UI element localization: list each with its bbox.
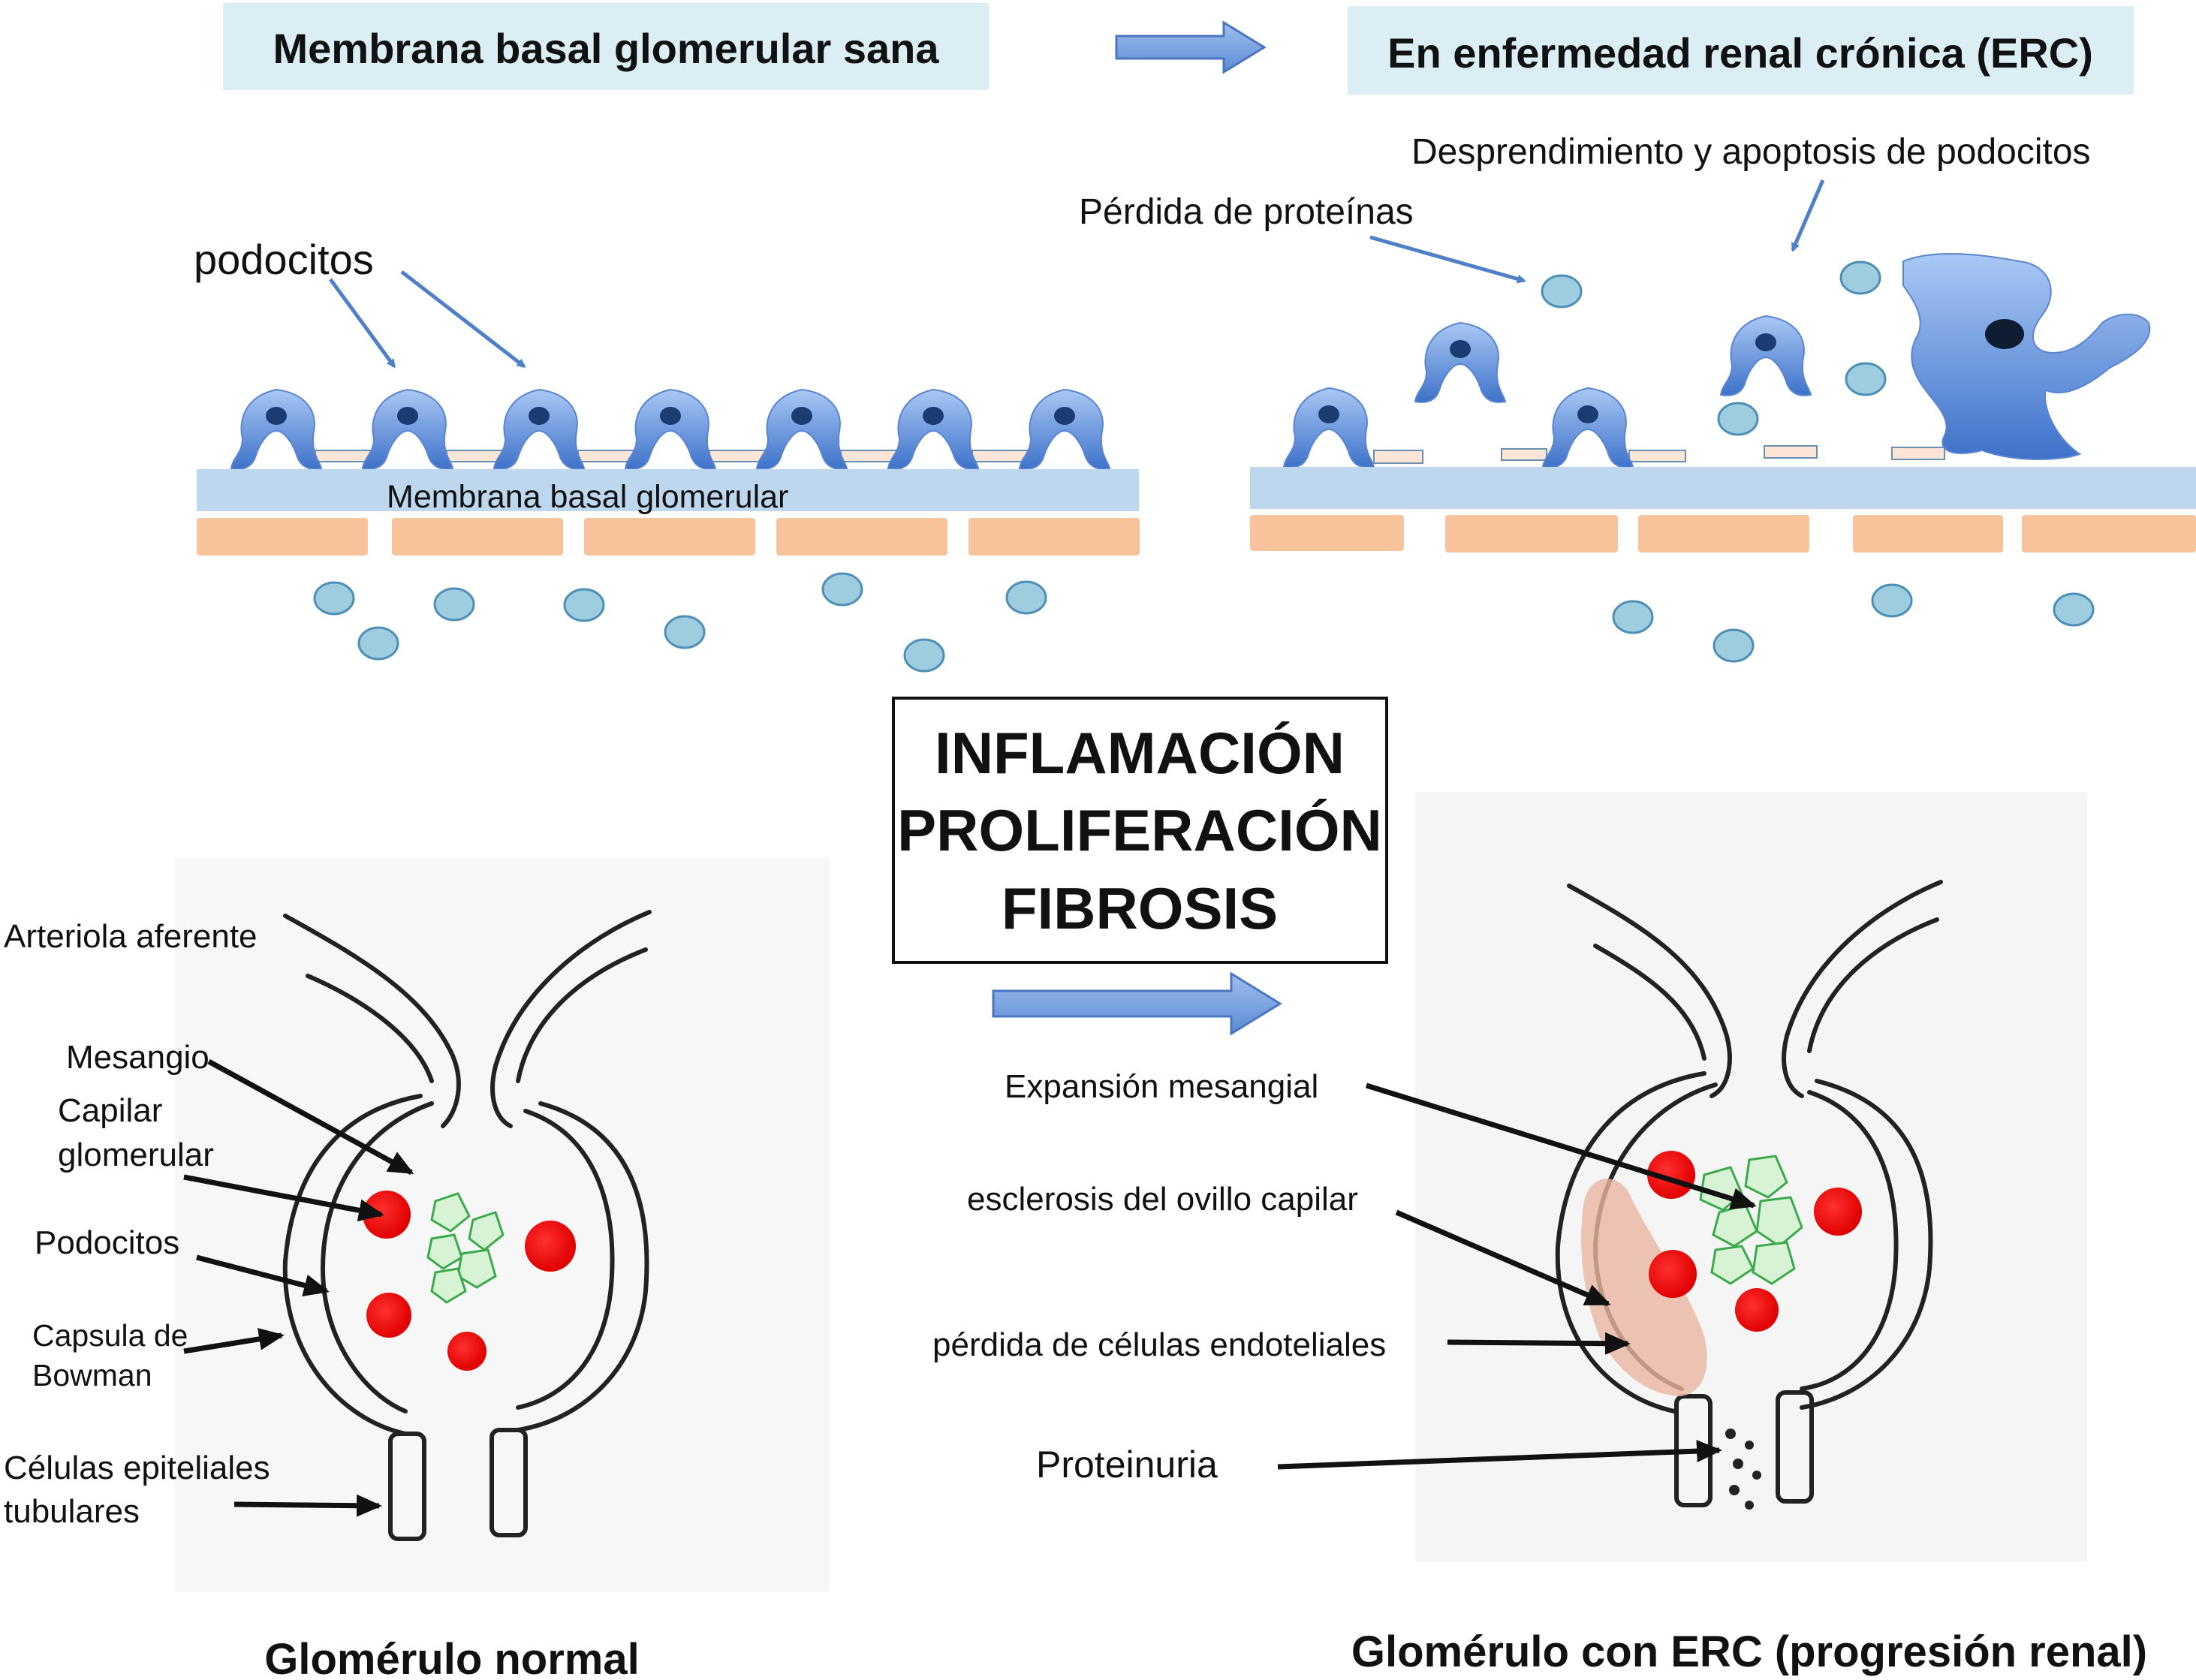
perdida-proteinas-label: Pérdida de proteínas [1079, 192, 1414, 232]
label-mesangio: Mesangio [66, 1039, 209, 1076]
ckd-mesangial-cells [1699, 1155, 1803, 1285]
process-inflamacion: INFLAMACIÓN [935, 720, 1345, 786]
label-capilar-2: glomerular [58, 1137, 214, 1173]
healthy-title: Membrana basal glomerular sana [273, 25, 939, 72]
left-pointers [183, 1058, 414, 1517]
process-fibrosis: FIBROSIS [1002, 875, 1278, 941]
desprendimiento-label: Desprendimiento y apoptosis de podocitos [1411, 132, 2091, 172]
normal-mesangial-cells [426, 1192, 505, 1304]
detached-podocyte-large [1902, 253, 2151, 460]
label-proteinuria: Proteinuria [1036, 1444, 1218, 1486]
label-podocitos: Podocitos [35, 1224, 179, 1261]
label-arteriola-aferente: Arteriola aferente [4, 918, 258, 955]
proteinuria-particles [1725, 1429, 1761, 1510]
label-celulas-2: tubulares [4, 1493, 140, 1530]
normal-glomerulus-drawing [282, 910, 652, 1541]
basement-membrane-ckd [1250, 467, 2196, 509]
label-expansion-mesangial: Expansión mesangial [1005, 1068, 1318, 1105]
label-esclerosis: esclerosis del ovillo capilar [967, 1181, 1358, 1218]
podocitos-label: podocitos [194, 236, 374, 283]
process-box [892, 697, 1388, 964]
label-capsula-1: Capsula de [32, 1318, 188, 1353]
caption-ckd: Glomérulo con ERC (progresión renal) [1351, 1627, 2147, 1676]
transition-arrow-middle [992, 971, 1282, 1036]
podocytes-ckd [1283, 315, 1812, 468]
slit-diaphragms-ckd [1373, 445, 2043, 464]
label-celulas-1: Células epiteliales [4, 1450, 270, 1486]
basement-membrane-healthy [197, 469, 1139, 511]
transition-arrow-top [1115, 20, 1267, 74]
right-pointers [1277, 1082, 1757, 1470]
ckd-glomerulus-drawing [1555, 880, 1943, 1507]
label-capsula-2: Bowman [32, 1358, 152, 1392]
podocitos-pointer-1 [328, 278, 396, 369]
healthy-title-box [223, 3, 989, 90]
protein-loss-pointer [1369, 235, 1526, 284]
podocitos-pointer-2 [400, 270, 526, 368]
detachment-pointer [1791, 179, 1825, 252]
endothelium-healthy [197, 518, 1140, 555]
ckd-title: En enfermedad renal crónica (ERC) [1387, 29, 2093, 77]
ckd-title-box [1348, 6, 2134, 95]
label-perdida-endoteliales: pérdida de células endoteliales [932, 1326, 1386, 1363]
ckd-red-cells [1647, 1151, 1862, 1332]
process-proliferacion: PROLIFERACIÓN [897, 797, 1382, 863]
endothelium-ckd [1250, 515, 2196, 552]
normal-glomerulus-panel [175, 858, 830, 1592]
slit-diaphragms-healthy [315, 450, 1029, 462]
caption-normal: Glomérulo normal [264, 1635, 640, 1680]
basement-membrane-label: Membrana basal glomerular [387, 479, 788, 515]
label-capilar-1: Capilar [58, 1092, 162, 1129]
proteins-ckd-below [1612, 583, 2095, 663]
proteins-retained [313, 572, 1047, 673]
